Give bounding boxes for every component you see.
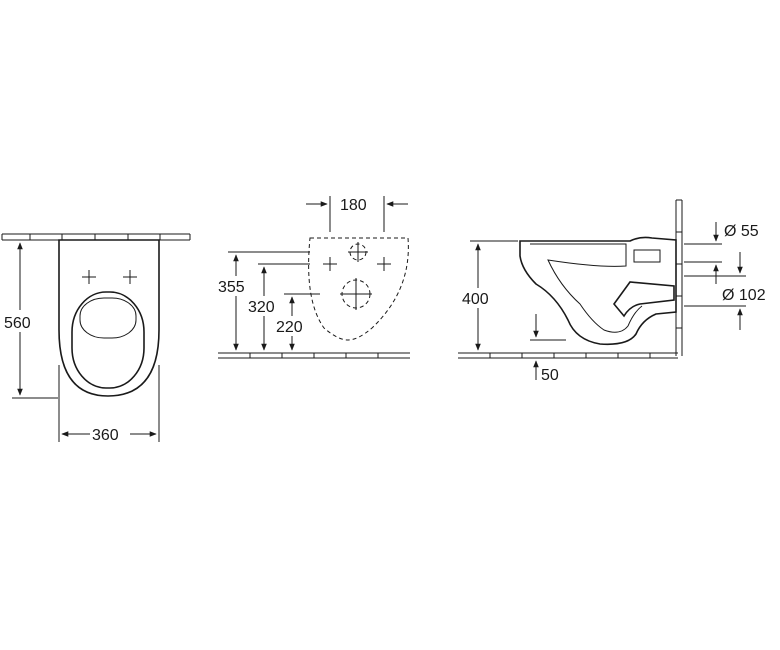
front-seat-outer (71, 291, 145, 389)
wall-height-220-label: 220 (276, 319, 303, 336)
wall-floor-strip (218, 352, 410, 359)
side-inlet-diameter-label: Ø 55 (724, 223, 759, 240)
wall-fixing-upper (348, 242, 368, 262)
side-bowl-inner-profile (530, 243, 643, 333)
front-height-label: 560 (4, 315, 31, 332)
wall-fixing-spacing-label: 180 (340, 197, 367, 214)
front-bowl-outline (58, 239, 160, 397)
wall-fixing-right (377, 257, 391, 271)
side-inlet (633, 249, 661, 263)
wall-outlet-position (340, 278, 372, 310)
side-outlet-pipe (612, 281, 675, 318)
wall-height-355-label: 355 (218, 279, 245, 296)
side-floor-strip (458, 352, 678, 359)
front-seat-inner (79, 297, 137, 339)
wall-bowl-dashed-outline (308, 237, 409, 341)
side-outlet-diameter-label: Ø 102 (722, 287, 766, 304)
side-rim-height-label: 400 (462, 291, 489, 308)
front-fixing-left (82, 270, 96, 284)
front-fixing-right (123, 270, 137, 284)
front-width-label: 360 (92, 427, 119, 444)
wall-view: 180 355 320 220 (216, 196, 410, 359)
wall-fixing-left (323, 257, 337, 271)
side-floor-offset-label: 50 (541, 367, 559, 384)
front-wall-strip (1, 233, 191, 241)
side-wall-strip (675, 199, 683, 356)
wall-height-320-label: 320 (248, 299, 275, 316)
front-view: 560 360 (1, 233, 191, 444)
side-view: 400 50 Ø 55 Ø 102 (458, 199, 766, 384)
side-bowl-outer-profile (519, 236, 677, 346)
